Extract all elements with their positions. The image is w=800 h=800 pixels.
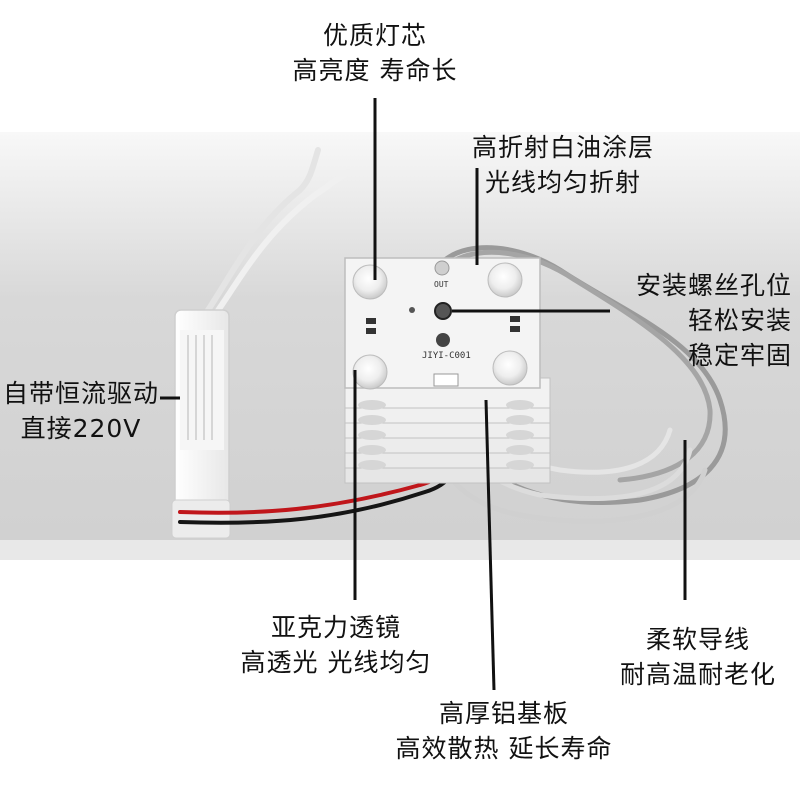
callout-driver: 自带恒流驱动 直接220V — [0, 376, 162, 446]
callout-coating: 高折射白油涂层 光线均匀折射 — [448, 130, 678, 200]
screw-hole-lower — [436, 333, 450, 347]
bottom-white-area — [0, 560, 800, 800]
pcb-model-mark: JIYI-C001 — [422, 351, 471, 361]
callout-board-line2: 高效散热 延长寿命 — [395, 734, 613, 763]
callout-screw-line2: 轻松安装 — [687, 306, 792, 335]
callout-wire-line2: 耐高温耐老化 — [619, 660, 776, 689]
callout-board: 高厚铝基板 高效散热 延长寿命 — [372, 696, 636, 766]
led-driver — [171, 309, 231, 539]
board-callout-line — [484, 399, 496, 691]
callout-lens-line1: 亚克力透镜 — [270, 613, 401, 642]
callout-wire: 柔软导线 耐高温耐老化 — [600, 622, 796, 692]
callout-coating-line2: 光线均匀折射 — [484, 168, 641, 197]
top-white-area — [0, 0, 800, 132]
callout-screw-line3: 稳定牢固 — [687, 341, 792, 370]
pcb-out-mark: OUT — [434, 280, 449, 289]
led-module-stack: OUT JIYI-C001 — [344, 257, 551, 484]
callout-driver-line2: 直接220V — [20, 414, 142, 443]
led-lens-top-left — [352, 264, 388, 300]
callout-wire-line1: 柔软导线 — [645, 625, 750, 654]
callout-chip-line2: 高亮度 寿命长 — [292, 56, 458, 85]
callout-screw-line1: 安装螺丝孔位 — [635, 271, 792, 300]
callout-lines — [160, 98, 687, 691]
callout-board-line1: 高厚铝基板 — [438, 699, 569, 728]
callout-coating-line1: 高折射白油涂层 — [471, 133, 654, 162]
led-lens-bottom-right — [492, 350, 528, 386]
led-lens-bottom-left — [352, 354, 388, 390]
callout-screw: 安装螺丝孔位 轻松安装 稳定牢固 — [596, 268, 792, 373]
callout-chip: 优质灯芯 高亮度 寿命长 — [285, 18, 465, 88]
input-wires — [197, 147, 351, 325]
backdrop-fade — [0, 540, 800, 570]
callout-lens: 亚克力透镜 高透光 光线均匀 — [222, 610, 450, 680]
callout-chip-line1: 优质灯芯 — [322, 21, 427, 50]
callout-driver-line1: 自带恒流驱动 — [2, 379, 159, 408]
screw-hole — [434, 302, 452, 320]
led-lens-top-right — [487, 262, 523, 298]
callout-lens-line2: 高透光 光线均匀 — [240, 648, 432, 677]
